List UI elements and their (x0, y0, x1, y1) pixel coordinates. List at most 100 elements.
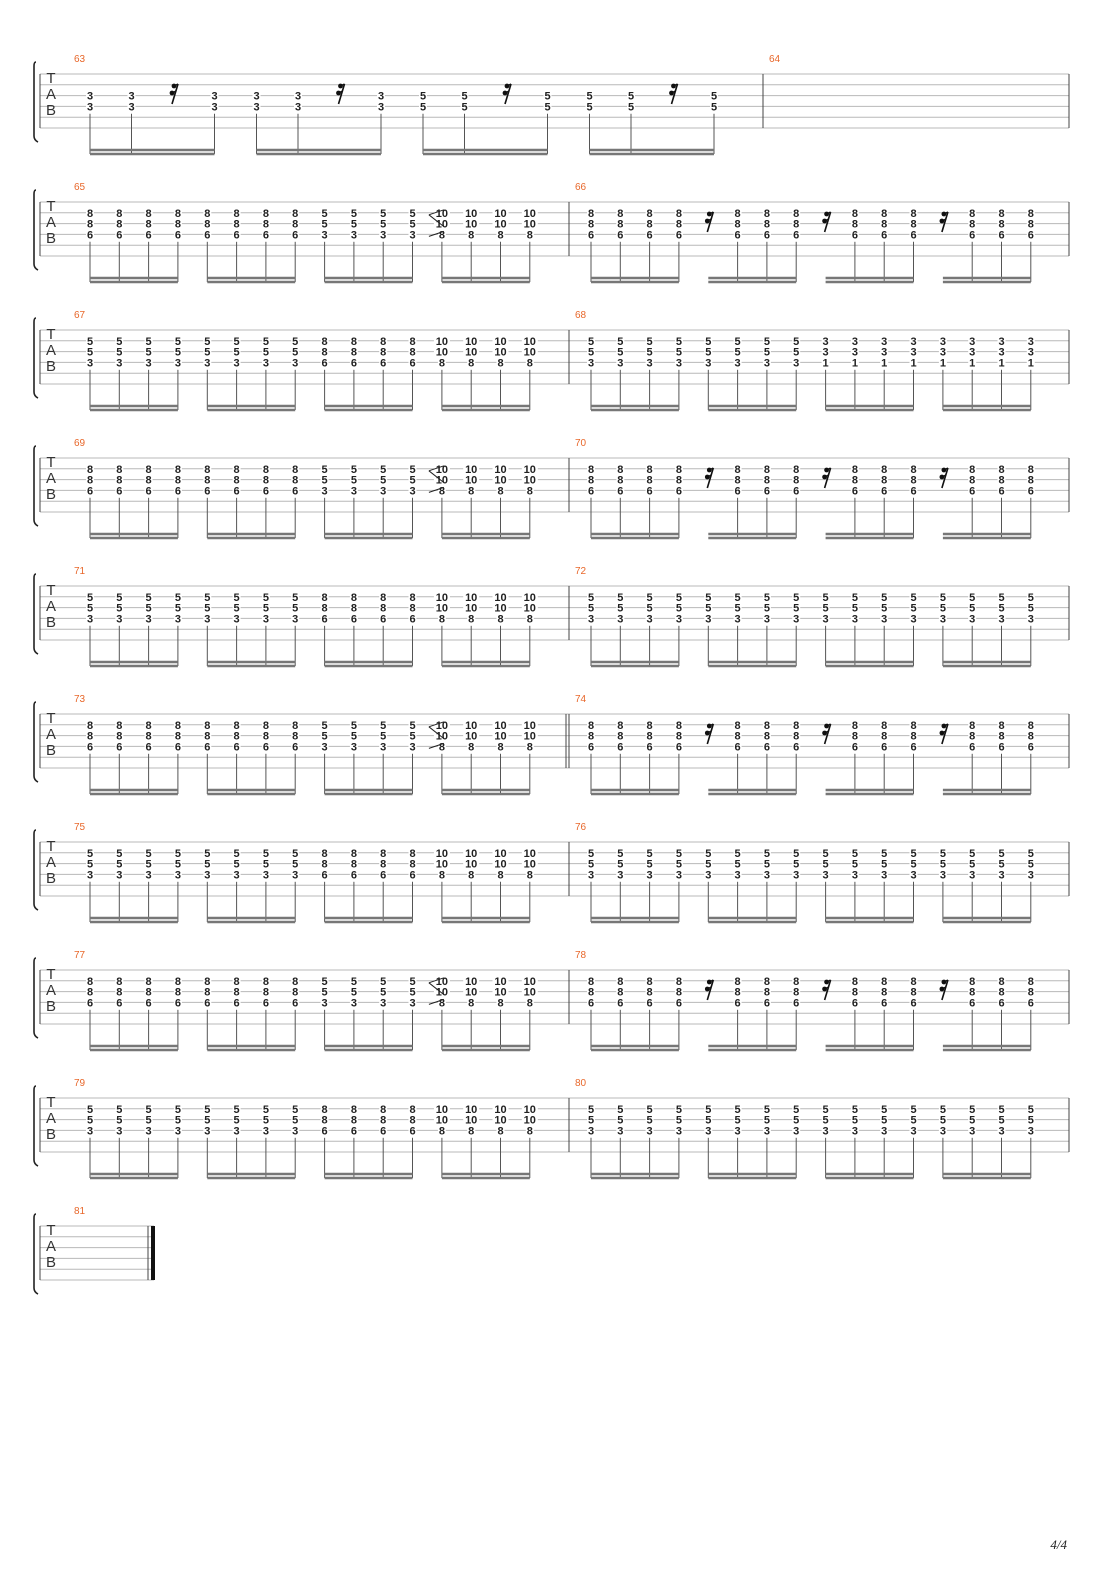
fret-backdrop (616, 335, 625, 346)
fret-backdrop (880, 335, 889, 346)
fret-backdrop (850, 869, 859, 880)
fret-backdrop (645, 474, 654, 485)
fret-number: 8 (292, 475, 298, 487)
fret-number: 8 (175, 720, 181, 732)
fret-number: 6 (735, 741, 741, 753)
fret-backdrop (645, 975, 654, 986)
fret-number: 5 (705, 848, 711, 860)
fret-backdrop (616, 474, 625, 485)
fret-number: 3 (823, 613, 829, 625)
fret-backdrop (938, 869, 947, 880)
fret-number: 6 (87, 997, 93, 1009)
sixteenth-rest (704, 211, 715, 233)
fret-backdrop (909, 986, 918, 997)
fret-backdrop (115, 463, 124, 474)
fret-backdrop (674, 869, 683, 880)
fret-number: 10 (524, 464, 536, 476)
fret-backdrop (880, 1103, 889, 1114)
fret-number: 5 (647, 336, 653, 348)
fret-backdrop (733, 474, 742, 485)
fret-backdrop (144, 357, 153, 368)
fret-backdrop (467, 1125, 476, 1136)
fret-backdrop (203, 997, 212, 1008)
fret-number: 5 (87, 1104, 93, 1116)
fret-backdrop (232, 357, 241, 368)
fret-number: 5 (588, 347, 594, 359)
fret-backdrop (320, 869, 329, 880)
fret-backdrop (968, 602, 977, 613)
fret-number: 5 (87, 603, 93, 615)
fret-backdrop (792, 975, 801, 986)
fret-number: 5 (823, 1115, 829, 1127)
fret-backdrop (232, 218, 241, 229)
fret-number: 5 (263, 848, 269, 860)
fret-backdrop (144, 613, 153, 624)
fret-backdrop (86, 485, 94, 496)
fret-backdrop (144, 485, 153, 496)
fret-number: 5 (676, 347, 682, 359)
fret-backdrop (1026, 463, 1035, 474)
fret-backdrop (173, 591, 182, 602)
fret-backdrop (232, 847, 241, 858)
fret-backdrop (645, 847, 654, 858)
fret-backdrop (733, 858, 742, 869)
fret-backdrop (115, 218, 124, 229)
fret-backdrop (792, 847, 801, 858)
fret-backdrop (144, 335, 153, 346)
fret-number: 5 (676, 336, 682, 348)
tab-clef-letter: A (46, 1110, 56, 1127)
fret-backdrop (115, 591, 124, 602)
fret-number: 6 (204, 485, 210, 497)
fret-number: 8 (204, 720, 210, 732)
fret-number: 8 (998, 219, 1004, 231)
fret-number: 3 (940, 336, 946, 348)
fret-number: 3 (998, 613, 1004, 625)
fret-number: 8 (380, 1115, 386, 1127)
fret-number: 5 (263, 1115, 269, 1127)
fret-backdrop (997, 335, 1006, 346)
fret-number: 5 (322, 731, 328, 743)
fret-number: 8 (588, 976, 594, 988)
fret-backdrop (674, 474, 683, 485)
fret-number: 1 (852, 357, 858, 369)
fret-backdrop (86, 335, 94, 346)
fret-number: 5 (881, 859, 887, 871)
fret-backdrop (232, 997, 241, 1008)
fret-backdrop (492, 218, 509, 229)
fret-backdrop (645, 869, 654, 880)
fret-number: 8 (468, 741, 474, 753)
fret-number: 5 (823, 592, 829, 604)
fret-number: 5 (969, 1104, 975, 1116)
fret-backdrop (144, 1114, 153, 1125)
fret-number: 6 (852, 485, 858, 497)
fret-number: 5 (940, 1115, 946, 1127)
fret-number: 5 (175, 603, 181, 615)
fret-number: 6 (263, 229, 269, 241)
fret-backdrop (880, 975, 889, 986)
fret-backdrop (379, 463, 388, 474)
fret-number: 10 (436, 336, 448, 348)
fret-backdrop (379, 741, 388, 752)
fret-backdrop (821, 613, 830, 624)
fret-backdrop (645, 335, 654, 346)
fret-backdrop (616, 613, 625, 624)
fret-backdrop (377, 90, 385, 101)
fret-number: 8 (910, 720, 916, 732)
fret-backdrop (645, 997, 654, 1008)
fret-number: 8 (852, 731, 858, 743)
fret-number: 3 (351, 229, 357, 241)
fret-number: 8 (852, 976, 858, 988)
fret-number: 3 (823, 336, 829, 348)
fret-number: 8 (468, 613, 474, 625)
fret-backdrop (997, 463, 1006, 474)
fret-number: 3 (823, 869, 829, 881)
fret-number: 8 (588, 731, 594, 743)
fret-number: 8 (588, 720, 594, 732)
fret-number: 5 (617, 1104, 623, 1116)
measure-number: 66 (575, 182, 587, 193)
fret-backdrop (232, 474, 241, 485)
fret-number: 3 (764, 357, 770, 369)
fret-number: 8 (969, 976, 975, 988)
fret-backdrop (173, 485, 182, 496)
